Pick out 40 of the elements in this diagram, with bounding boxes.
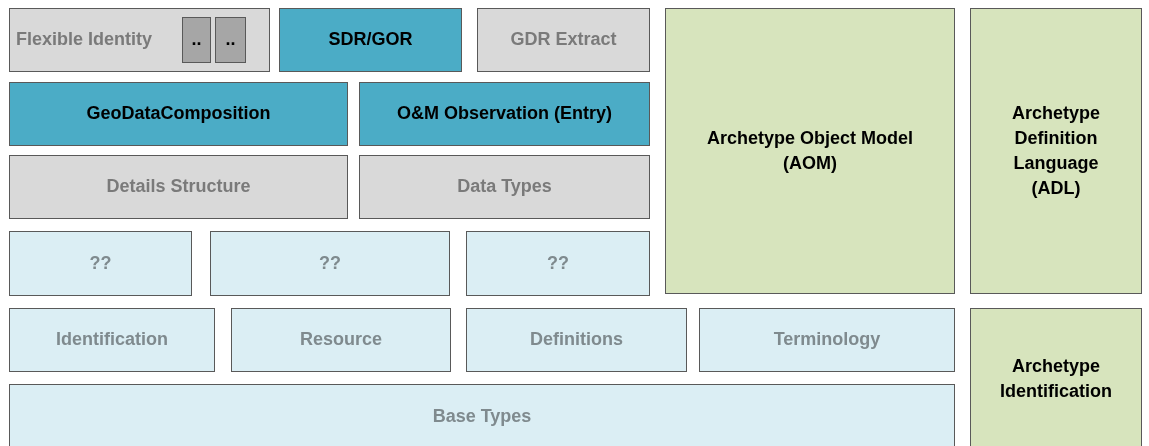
block-label: Flexible Identity bbox=[16, 28, 153, 52]
module-block bbox=[215, 17, 246, 63]
module-block bbox=[182, 17, 211, 63]
block-label: Details Structure bbox=[106, 175, 251, 199]
block-label: O&M Observation (Entry) bbox=[397, 102, 612, 126]
module-block bbox=[9, 231, 192, 296]
block-label: ?? bbox=[89, 251, 112, 275]
module-block bbox=[359, 155, 650, 219]
module-block bbox=[9, 308, 215, 372]
module-block bbox=[359, 82, 650, 146]
block-label: GDR Extract bbox=[510, 28, 617, 52]
block-label: ?? bbox=[547, 251, 569, 275]
block-label: Identification bbox=[56, 328, 168, 352]
block-label: Definitions bbox=[530, 328, 623, 352]
module-block bbox=[210, 231, 450, 296]
block-label: Archetype Definition Language (ADL) bbox=[1011, 101, 1101, 201]
block-label: ?? bbox=[319, 251, 341, 275]
block-label: GeoDataComposition bbox=[86, 102, 271, 126]
module-block bbox=[970, 308, 1142, 446]
block-label: Resource bbox=[299, 328, 382, 352]
block-label: .. bbox=[225, 28, 236, 52]
block-label: SDR/GOR bbox=[328, 28, 413, 52]
module-block bbox=[9, 82, 348, 146]
module-block bbox=[231, 308, 451, 372]
module-block bbox=[9, 155, 348, 219]
block-label: .. bbox=[191, 28, 202, 52]
block-label: Data Types bbox=[457, 175, 552, 199]
block-label: Archetype Identification bbox=[999, 354, 1113, 403]
module-block bbox=[665, 8, 955, 294]
module-block bbox=[466, 231, 650, 296]
block-label: Terminology bbox=[773, 328, 881, 352]
module-block bbox=[9, 384, 955, 446]
module-block bbox=[9, 8, 270, 72]
module-block bbox=[477, 8, 650, 72]
block-label: Base Types bbox=[432, 405, 532, 429]
block-label: Archetype Object Model (AOM) bbox=[705, 126, 914, 175]
module-block bbox=[279, 8, 462, 72]
module-block bbox=[970, 8, 1142, 294]
module-block bbox=[466, 308, 687, 372]
module-block bbox=[699, 308, 955, 372]
